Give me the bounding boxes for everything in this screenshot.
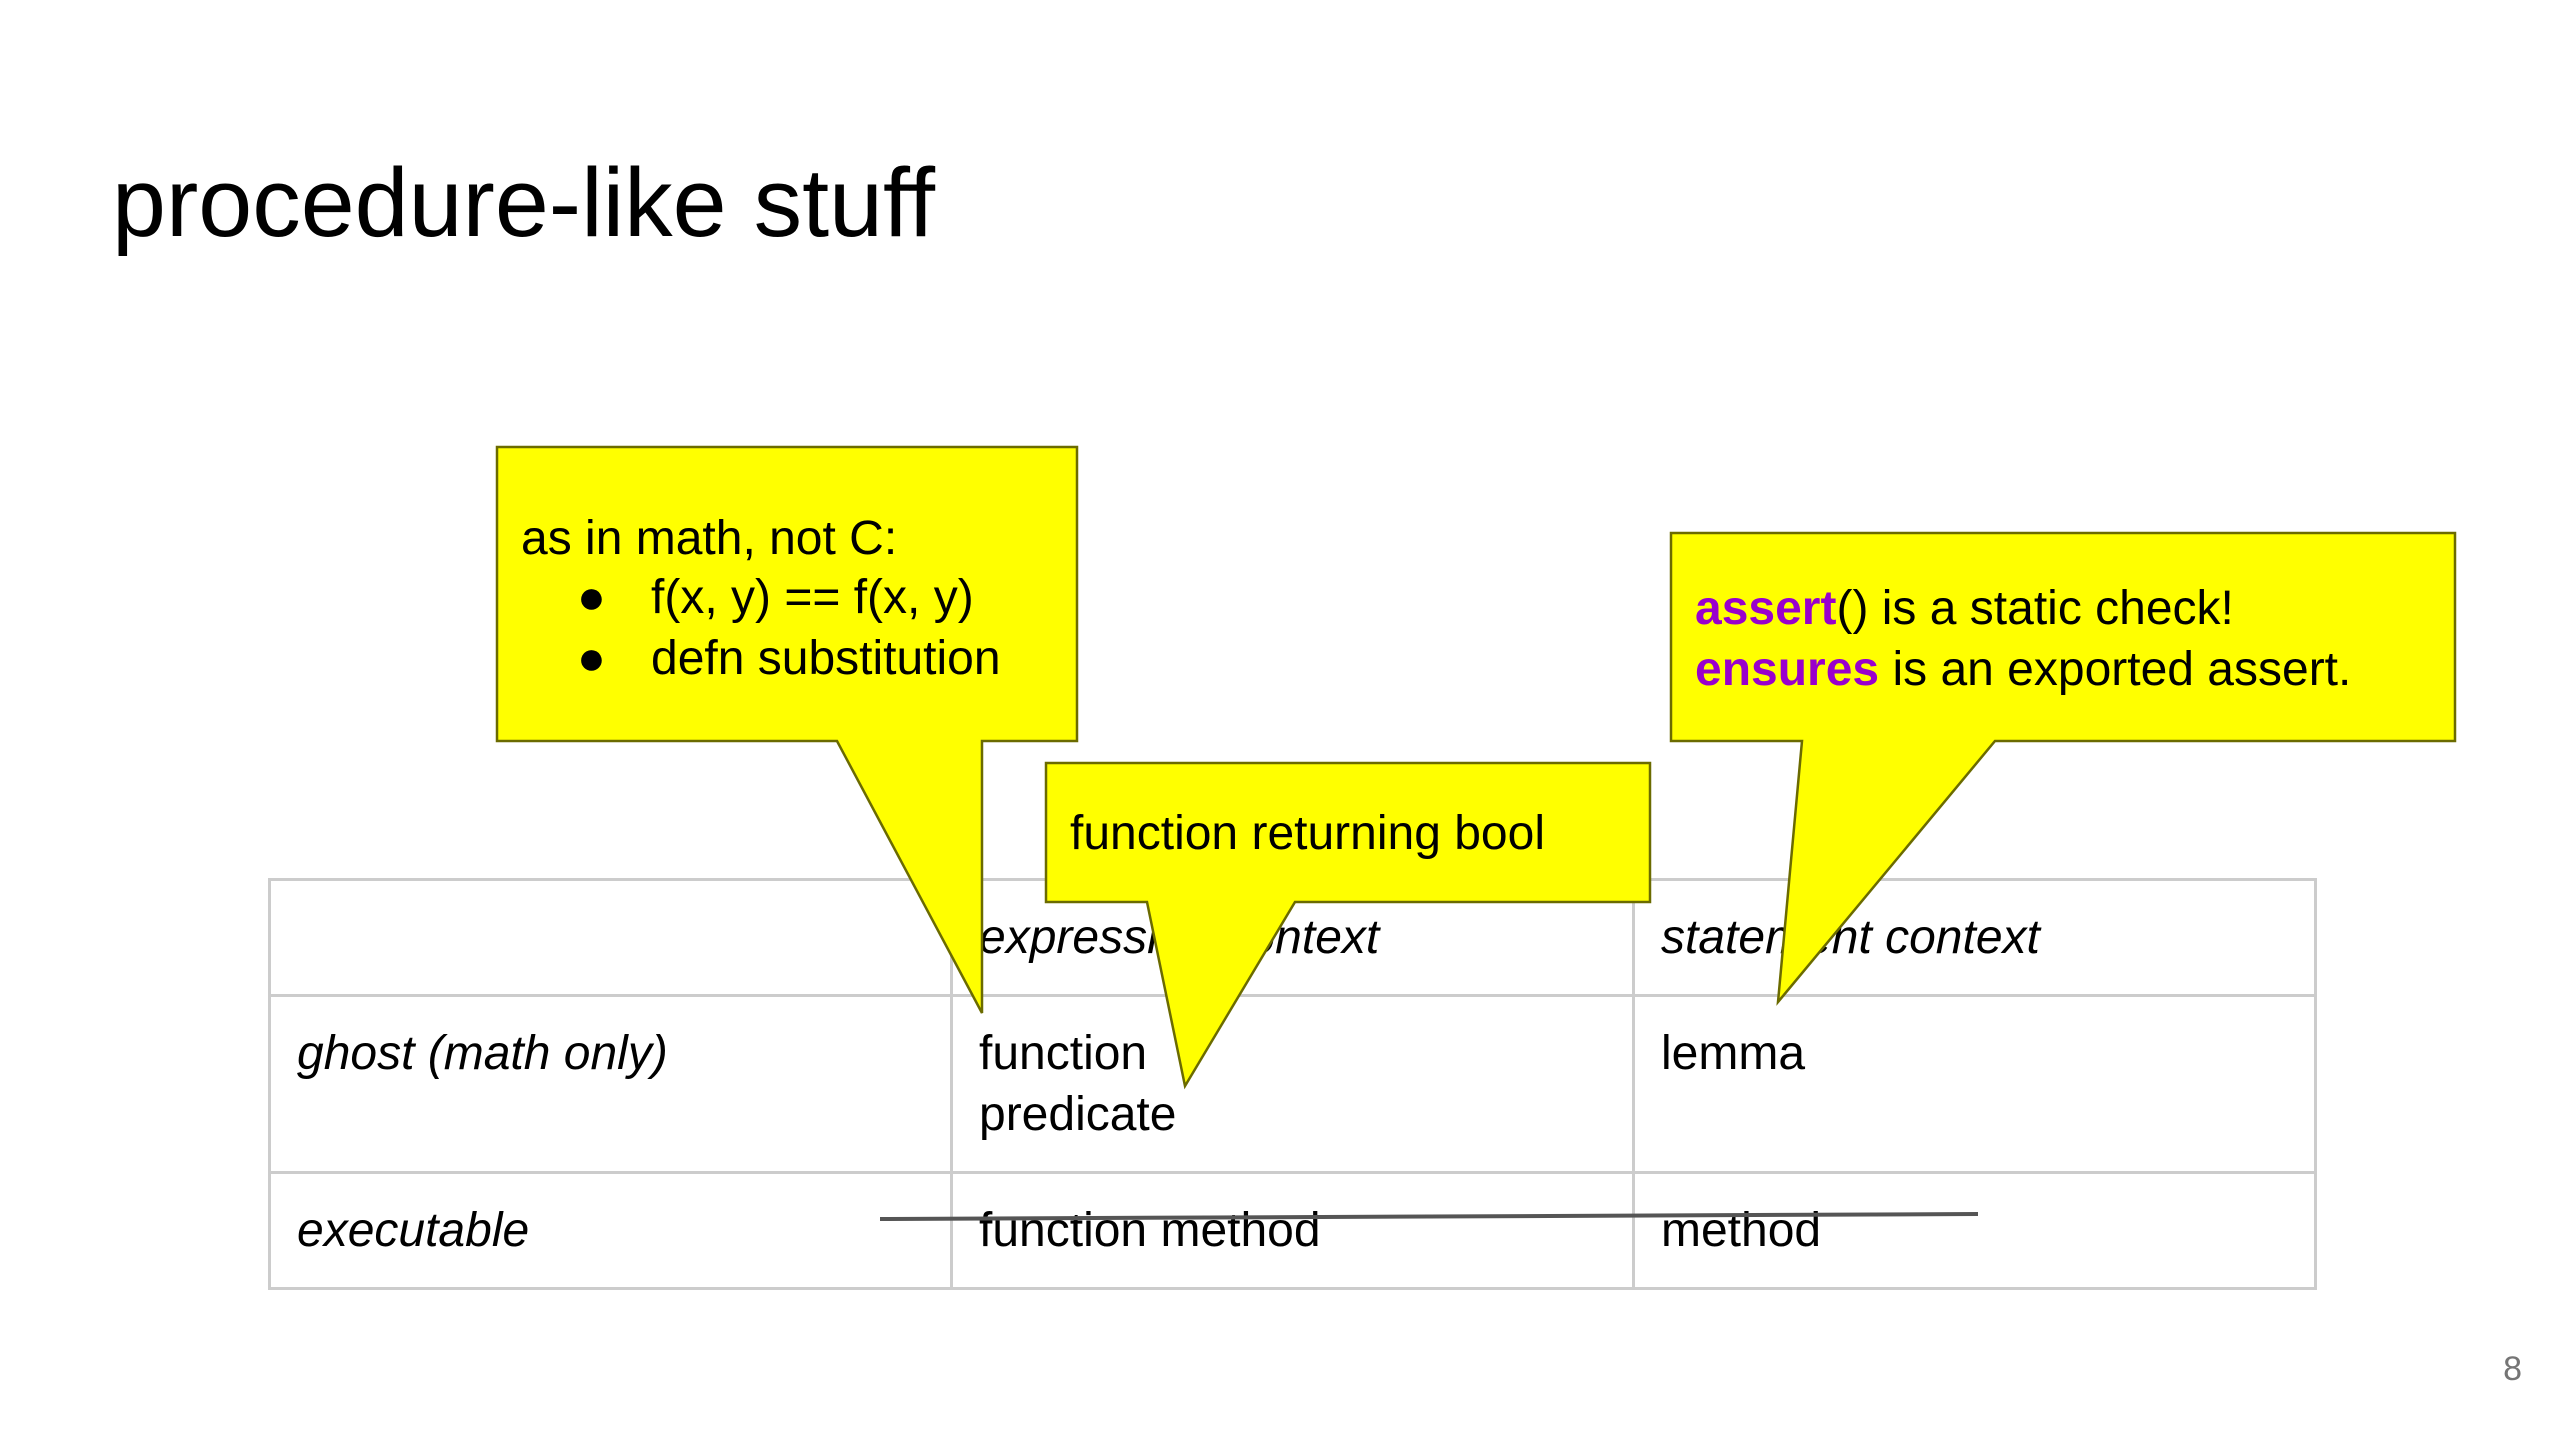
cell-ghost-expression-line1: function (979, 1027, 1148, 1080)
callout-assert-line1-rest: () is a static check! (1836, 582, 2234, 635)
table-row: ghost (math only) function predicate lem… (268, 994, 2317, 1174)
keyword-ensures: ensures (1695, 643, 1880, 696)
cell-ghost-statement: lemma (1632, 994, 2317, 1174)
callout-math-bullet-2: defn substitution (651, 632, 1001, 685)
cell-executable-expression: function method (950, 1171, 1635, 1290)
list-item: ● f(x, y) == f(x, y) (521, 567, 1001, 628)
callout-math-bullets: ● f(x, y) == f(x, y) ● defn substitution (521, 567, 1001, 689)
callout-assert-line2: ensures is an exported assert. (1695, 639, 2351, 700)
strikethrough-stroke (879, 1212, 1979, 1221)
cell-ghost-expression-line2: predicate (979, 1088, 1177, 1141)
page-number: 8 (2503, 1350, 2522, 1388)
bullet-icon: ● (577, 571, 606, 624)
bullet-icon: ● (577, 632, 606, 685)
cell-executable-statement: method (1632, 1171, 2317, 1290)
callout-assert-line1: assert() is a static check! (1695, 578, 2234, 639)
callout-bool-shape (1044, 761, 1652, 1090)
table-header-cell-empty (268, 878, 953, 997)
callout-assert-line2-rest: is an exported assert. (1879, 643, 2352, 696)
list-item: ● defn substitution (521, 628, 1001, 689)
keyword-assert: assert (1695, 582, 1837, 635)
callout-math-heading: as in math, not C: (521, 512, 898, 565)
slide-title: procedure-like stuff (112, 148, 936, 257)
callout-math-bullet-1: f(x, y) == f(x, y) (651, 571, 974, 624)
table-header-statement-context: statement context (1632, 878, 2317, 997)
callout-assert-shape (1669, 531, 2457, 1006)
comparison-table: expression context statement context gho… (268, 878, 2317, 1290)
callout-math-shape (495, 445, 1079, 1014)
cell-ghost-expression: function predicate (950, 994, 1635, 1174)
callout-bool-text: function returning bool (1070, 807, 1545, 860)
row-label-ghost: ghost (math only) (268, 994, 953, 1174)
table-row: executable function method method (268, 1171, 2317, 1290)
row-label-executable: executable (268, 1171, 953, 1290)
